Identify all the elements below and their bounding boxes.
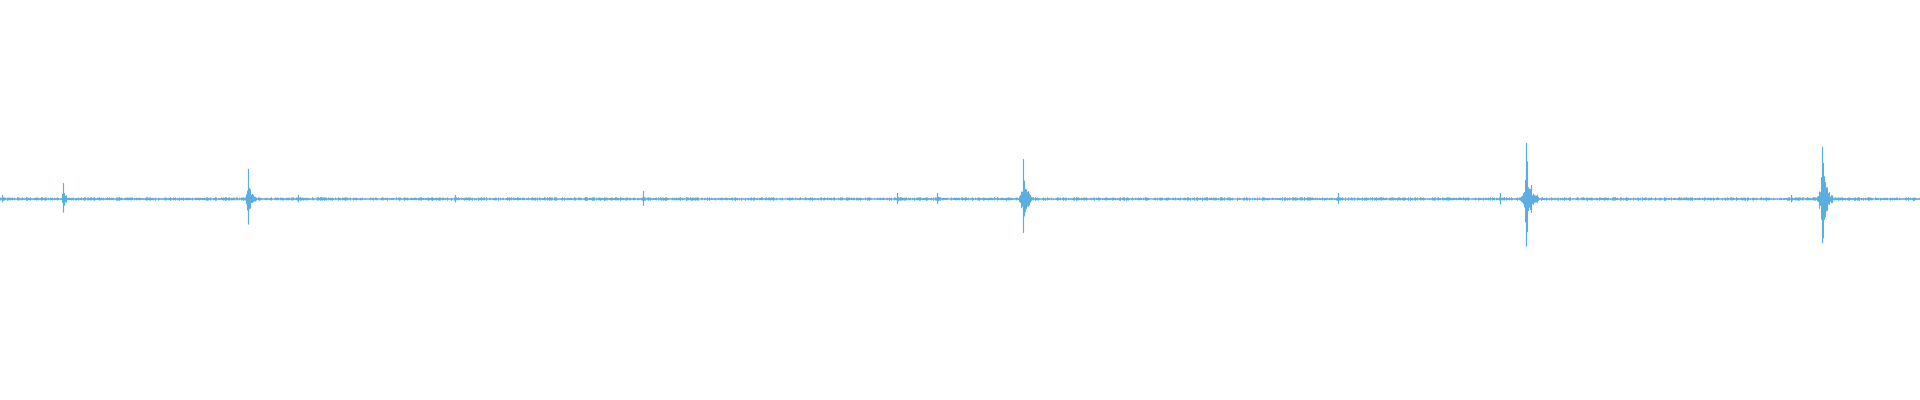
waveform-signal xyxy=(0,155,1920,239)
